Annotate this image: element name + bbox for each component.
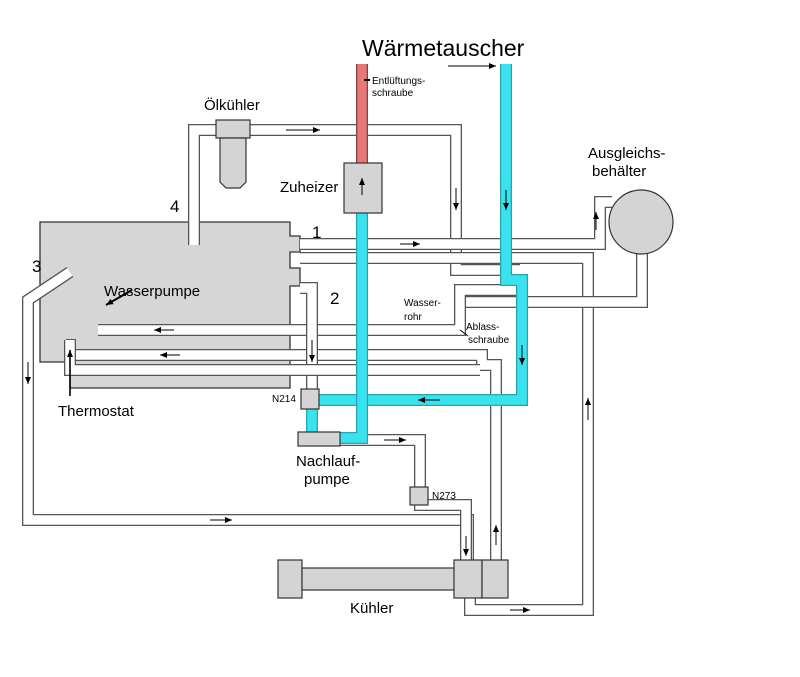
circuit-number-4: 4 (170, 197, 179, 216)
oil-cooler (215, 119, 251, 189)
water-pipe-label-line1: Wasser- (404, 298, 441, 309)
valve-n214-label: N214 (272, 394, 296, 405)
afterrun-pump-label-line2: pumpe (304, 471, 350, 488)
expansion-tank-label-line2: behälter (592, 163, 646, 180)
auxiliary-heater (343, 162, 383, 214)
white-pipes (22, 124, 648, 616)
valve-n273-label: N273 (432, 491, 456, 502)
expansion-tank-label-line1: Ausgleichs- (588, 145, 666, 162)
drain-screw-label-line2: schraube (468, 335, 510, 346)
pointer-lines (67, 79, 469, 396)
circuit-number-2: 2 (330, 289, 339, 308)
radiator-label: Kühler (350, 600, 393, 617)
valve-n214 (300, 388, 320, 410)
radiator (277, 559, 509, 599)
thermostat-label: Thermostat (58, 403, 135, 420)
bleed-screw-label-line1: Entlüftungs- (372, 76, 425, 87)
expansion-tank (608, 189, 674, 255)
water-pump-label: Wasserpumpe (104, 283, 200, 300)
afterrun-pump-label-line1: Nachlauf- (296, 453, 360, 470)
flow-arrows (25, 63, 599, 613)
auxiliary-heater-label: Zuheizer (280, 179, 338, 196)
circuit-number-3: 3 (32, 257, 41, 276)
valve-n273 (409, 486, 429, 506)
engine-block (39, 221, 301, 389)
bleed-screw-label-line2: schraube (372, 88, 414, 99)
water-pipe-label-line2: rohr (404, 312, 422, 323)
oil-cooler-label: Ölkühler (204, 96, 260, 114)
circuit-number-1: 1 (312, 223, 321, 242)
drain-screw-label-line1: Ablass- (466, 322, 499, 333)
heat-exchanger-label: Wärmetauscher (362, 35, 525, 61)
afterrun-pump (297, 431, 341, 447)
